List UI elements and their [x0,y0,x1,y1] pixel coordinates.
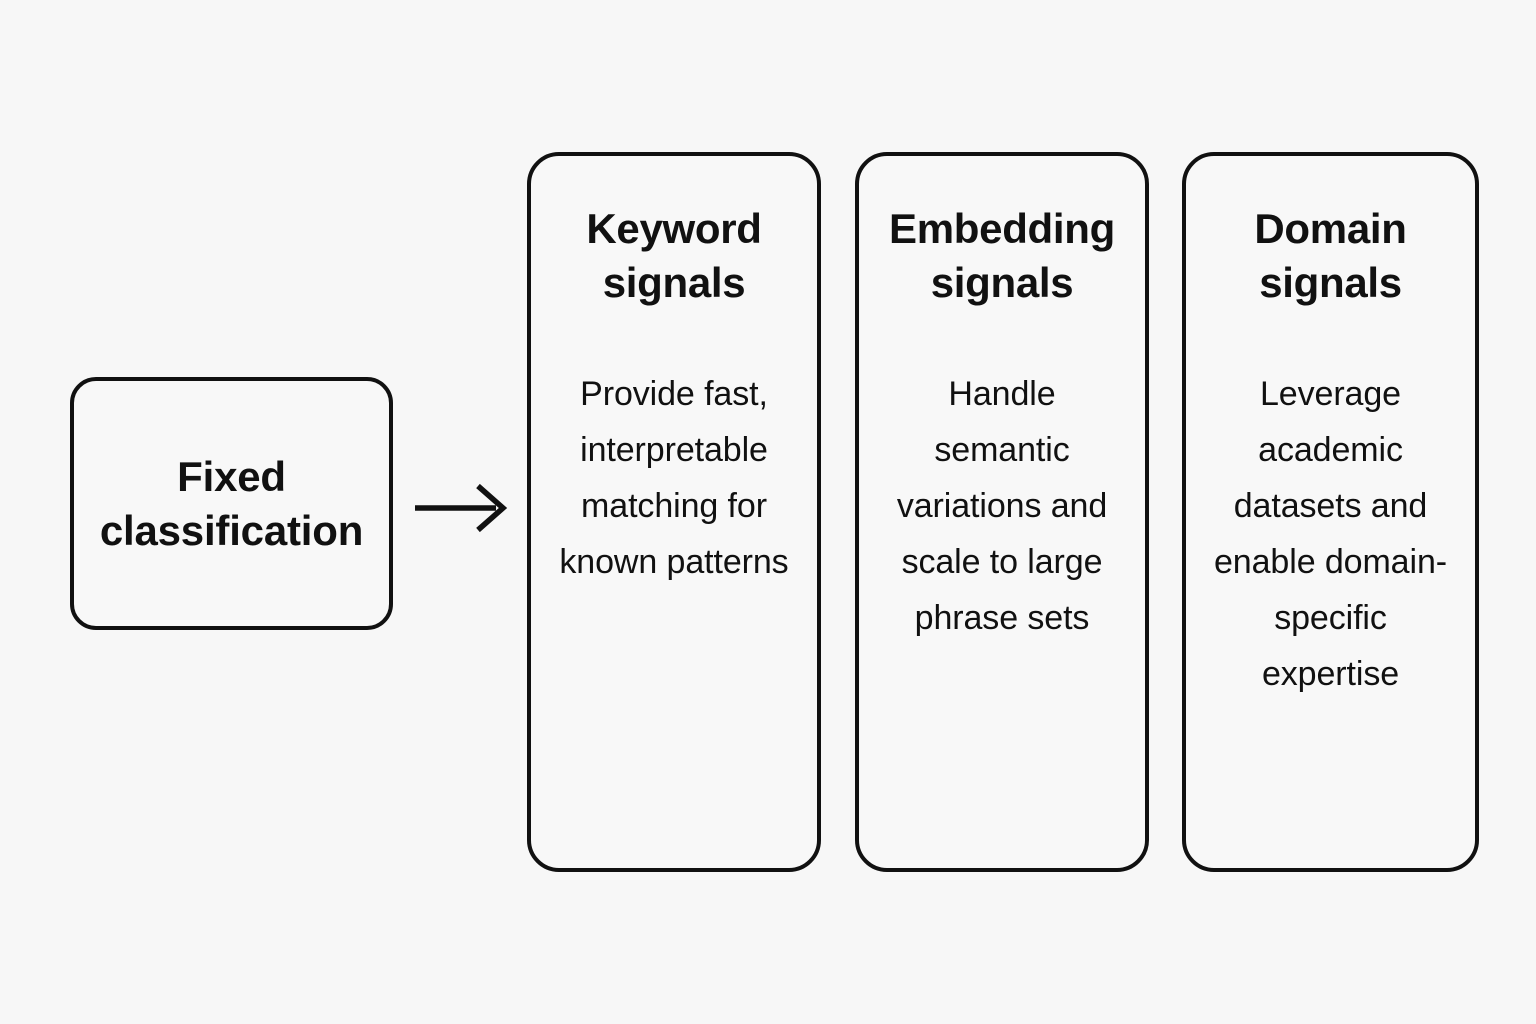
card-keyword-signals[interactable]: Keyword signals Provide fast, interpreta… [527,152,821,872]
node-fixed-classification[interactable]: Fixed classification [70,377,393,630]
card-domain-signals-body: Leverage academic datasets and enable do… [1214,374,1447,693]
card-domain-signals-title: Domain signals [1254,205,1407,306]
node-fixed-classification-label: Fixed classification [99,452,364,554]
arrow-right-icon [408,470,518,546]
card-embedding-signals-title: Embedding signals [889,205,1115,306]
card-embedding-signals-body: Handle semantic variations and scale to … [896,374,1108,637]
card-embedding-signals[interactable]: Embedding signals Handle semantic variat… [855,152,1149,872]
card-keyword-signals-body: Provide fast, interpretable matching for… [559,374,789,581]
card-keyword-signals-title: Keyword signals [586,205,762,306]
card-domain-signals[interactable]: Domain signals Leverage academic dataset… [1182,152,1479,872]
